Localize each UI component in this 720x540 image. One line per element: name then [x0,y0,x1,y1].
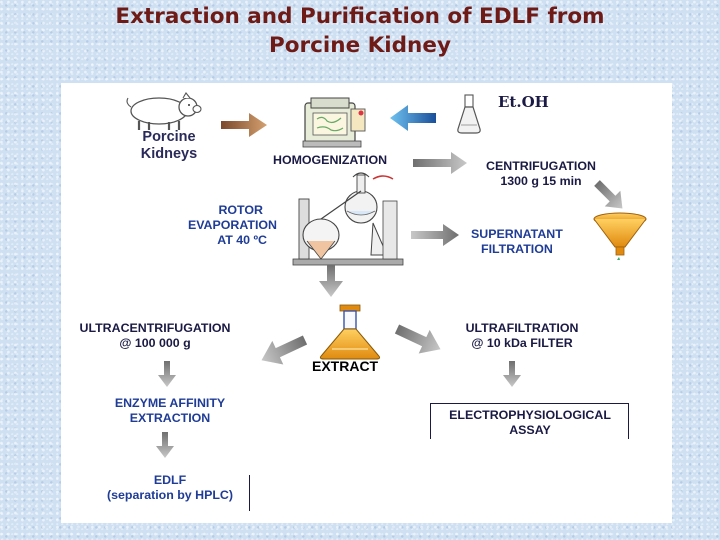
flask-icon [457,94,481,134]
arrow-ultracentrifugation-to-enzyme [158,361,176,387]
edlf-bracket [249,475,251,511]
arrow-ultrafiltration-to-assay [503,361,521,387]
arrow-etoh-to-homogenization [390,105,436,131]
erlenmeyer-flask-icon [319,304,381,360]
arrow-evaporation-to-extract [319,265,343,297]
diagram-panel: Porcine Kidneys Et.OH HOMOGENIZATION CEN… [61,83,672,523]
enzyme-affinity-label: ENZYME AFFINITY EXTRACTION [114,396,226,425]
electrophysiological-assay-label: ELECTROPHYSIOLOGICAL ASSAY [449,408,611,437]
assay-bracket-top [430,403,629,405]
homogenizer-icon [302,97,366,148]
assay-bracket-right [628,403,630,439]
arrow-enzyme-to-edlf [156,432,174,458]
supernatant-label: SUPERNATANT FILTRATION [471,227,563,256]
arrow-centrifugation-to-filtration [594,180,623,209]
ultracentrifugation-label: ULTRACENTRIFUGATION @ 100 000 g [79,321,231,350]
evaporator-icon [292,172,404,266]
ultrafiltration-label: ULTRAFILTRATION @ 10 kDa FILTER [465,321,579,350]
title-line-1: Extraction and Purification of EDLF from [115,4,605,29]
page-title: Extraction and Purification of EDLF from… [0,2,720,60]
homogenization-label: HOMOGENIZATION [273,153,388,167]
assay-bracket-left [430,403,432,439]
arrow-extract-to-ultrafiltration [394,324,441,354]
etoh-label: Et.OH [498,93,549,111]
arrow-kidneys-to-homogenization [221,113,267,137]
title-line-2: Porcine Kidney [269,33,451,58]
rotor-label: ROTOR EVAPORATION AT 40 ºC [187,203,277,247]
diagram-graphics [126,92,647,458]
pig-icon [126,92,202,130]
centrifugation-label: CENTRIFUGATION 1300 g 15 min [486,159,596,188]
arrow-filtration-to-evaporation [411,224,459,246]
extract-label: EXTRACT [312,358,379,374]
kidneys-label: Porcine Kidneys [140,129,198,162]
funnel-icon [593,212,647,260]
arrow-extract-to-ultracentrifugation [261,335,308,365]
arrow-homogenization-to-centrifugation [413,152,467,174]
edlf-label: EDLF (separation by HPLC) [107,473,233,502]
